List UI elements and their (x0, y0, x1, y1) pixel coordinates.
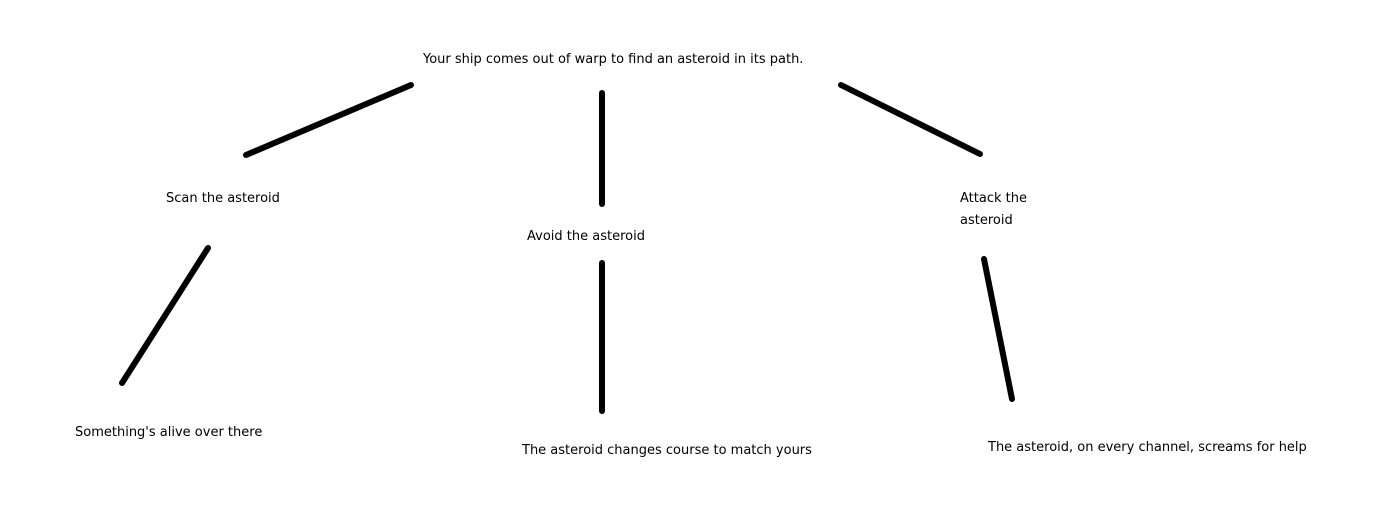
choice-scan: Scan the asteroid (166, 191, 280, 206)
outcome-scan: Something's alive over there (75, 425, 263, 440)
connector-scan-outcome (119, 245, 211, 386)
connector-root-attack (838, 82, 983, 157)
choice-attack-line1: Attack the (960, 191, 1027, 206)
outcome-attack: The asteroid, on every channel, screams … (988, 440, 1307, 455)
connector-attack-outcome (981, 256, 1015, 402)
connector-root-scan (243, 82, 414, 158)
outcome-avoid: The asteroid changes course to match you… (522, 443, 812, 458)
choice-avoid: Avoid the asteroid (527, 229, 645, 244)
root-node: Your ship comes out of warp to find an a… (423, 52, 804, 67)
choice-attack-line2: asteroid (960, 213, 1013, 228)
